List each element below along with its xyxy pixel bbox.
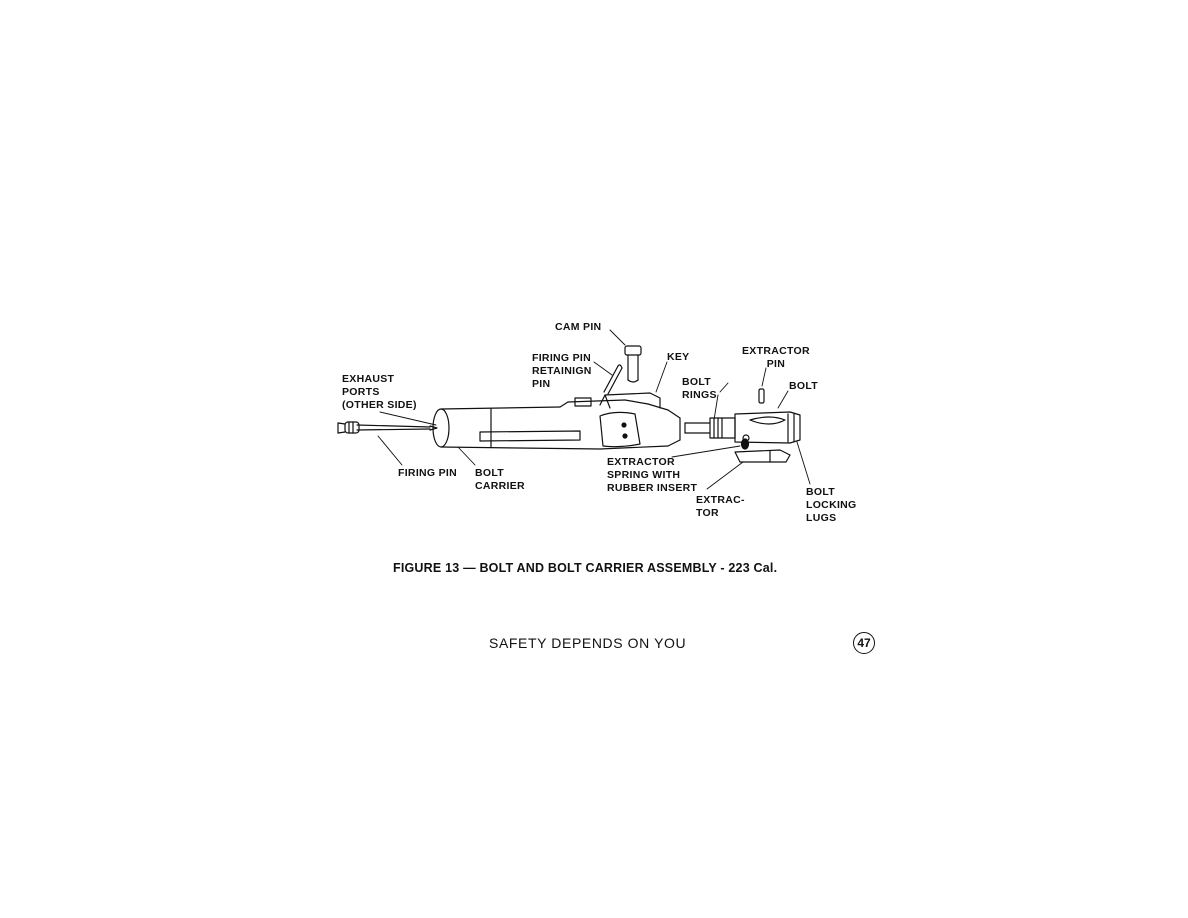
footer-text: SAFETY DEPENDS ON YOU (489, 635, 687, 651)
extractor-spring-label: EXTRACTOR SPRING WITH RUBBER INSERT (607, 456, 698, 494)
firing-pin-retaining-pin-label: FIRING PIN RETAINIGN PIN (532, 352, 592, 390)
leader-lines (377, 329, 811, 490)
extractor-label: EXTRAC- TOR (696, 494, 745, 519)
bolt-label: BOLT (789, 380, 818, 392)
firing-pin-label: FIRING PIN (398, 467, 458, 479)
bolt-rings-label: BOLT RINGS (682, 376, 717, 401)
figure-caption: FIGURE 13 — BOLT AND BOLT CARRIER ASSEMB… (393, 561, 778, 575)
key-label: KEY (667, 351, 690, 363)
bolt-carrier-drawing (432, 392, 681, 450)
cam-pin-label: CAM PIN (555, 321, 602, 333)
retaining-pin-drawing (603, 364, 623, 395)
bolt-drawing (684, 411, 801, 444)
cam-pin-drawing (624, 345, 642, 383)
bolt-locking-lugs-label: BOLT LOCKING LUGS (806, 486, 857, 524)
bolt-carrier-label: BOLT CARRIER (475, 467, 525, 492)
page-number: 47 (853, 632, 875, 654)
extractor-drawing (734, 449, 791, 463)
firing-pin-drawing (337, 421, 438, 434)
extractor-pin-label: EXTRACTOR PIN (742, 345, 810, 370)
extractor-pin-drawing (758, 388, 765, 404)
extractor-spring-drawing (740, 438, 750, 450)
exhaust-ports-label: EXHAUST PORTS (OTHER SIDE) (342, 373, 417, 411)
